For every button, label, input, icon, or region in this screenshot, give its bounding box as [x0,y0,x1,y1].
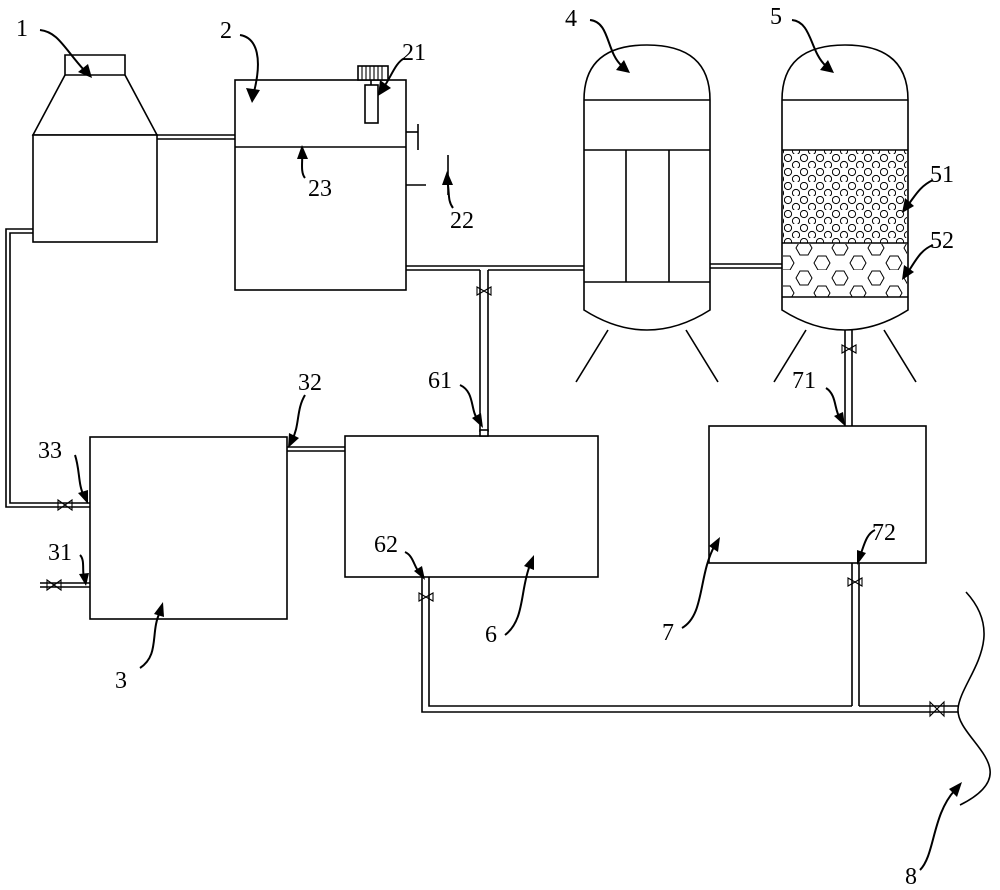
label-5: 5 [770,4,782,30]
unit-8-outlet-break-line [957,591,991,806]
label-4: 4 [565,6,577,32]
label-23: 23 [308,176,332,202]
label-8: 8 [905,864,917,890]
label-52: 52 [930,228,954,254]
labels: 1 2 21 22 23 3 31 32 33 4 5 51 52 6 61 6… [16,4,954,890]
pipe-1-to-2 [157,134,235,140]
pipe-4-to-5 [710,263,782,269]
valve-icon [46,578,62,592]
valve-icon [418,592,434,602]
label-61: 61 [428,368,452,394]
label-33: 33 [38,438,62,464]
unit-5-filter-column [773,44,917,383]
label-1: 1 [16,16,28,42]
unit-7-tank [708,330,927,564]
pipe-31-inlet [40,578,90,592]
valve-icon [847,577,863,587]
label-31: 31 [48,540,72,566]
unit-51-media-layer [783,150,907,243]
pipe-1-to-3 [5,228,90,512]
unit-6-tank [344,429,599,578]
label-21: 21 [402,40,426,66]
unit-21-motor [357,65,389,124]
pipe-2-to-4 [406,265,584,432]
label-51: 51 [930,162,954,188]
label-71: 71 [792,368,816,394]
label-7: 7 [662,620,674,646]
label-3: 3 [115,668,127,694]
unit-1-hood [31,54,159,243]
label-72: 72 [872,520,896,546]
leader-lines [39,19,962,871]
label-32: 32 [298,370,322,396]
pipe-drain-to-8 [418,563,958,718]
unit-52-media-layer [783,244,907,297]
unit-4-column [575,44,719,383]
label-6: 6 [485,622,497,648]
label-62: 62 [374,532,398,558]
label-22: 22 [450,208,474,234]
pipe-3-to-6 [287,446,345,452]
valve-icon [57,498,73,512]
unit-3-tank [89,436,288,620]
valve-icon [841,344,857,354]
valve-icon [929,700,945,718]
label-2: 2 [220,18,232,44]
valve-icon [476,286,492,296]
